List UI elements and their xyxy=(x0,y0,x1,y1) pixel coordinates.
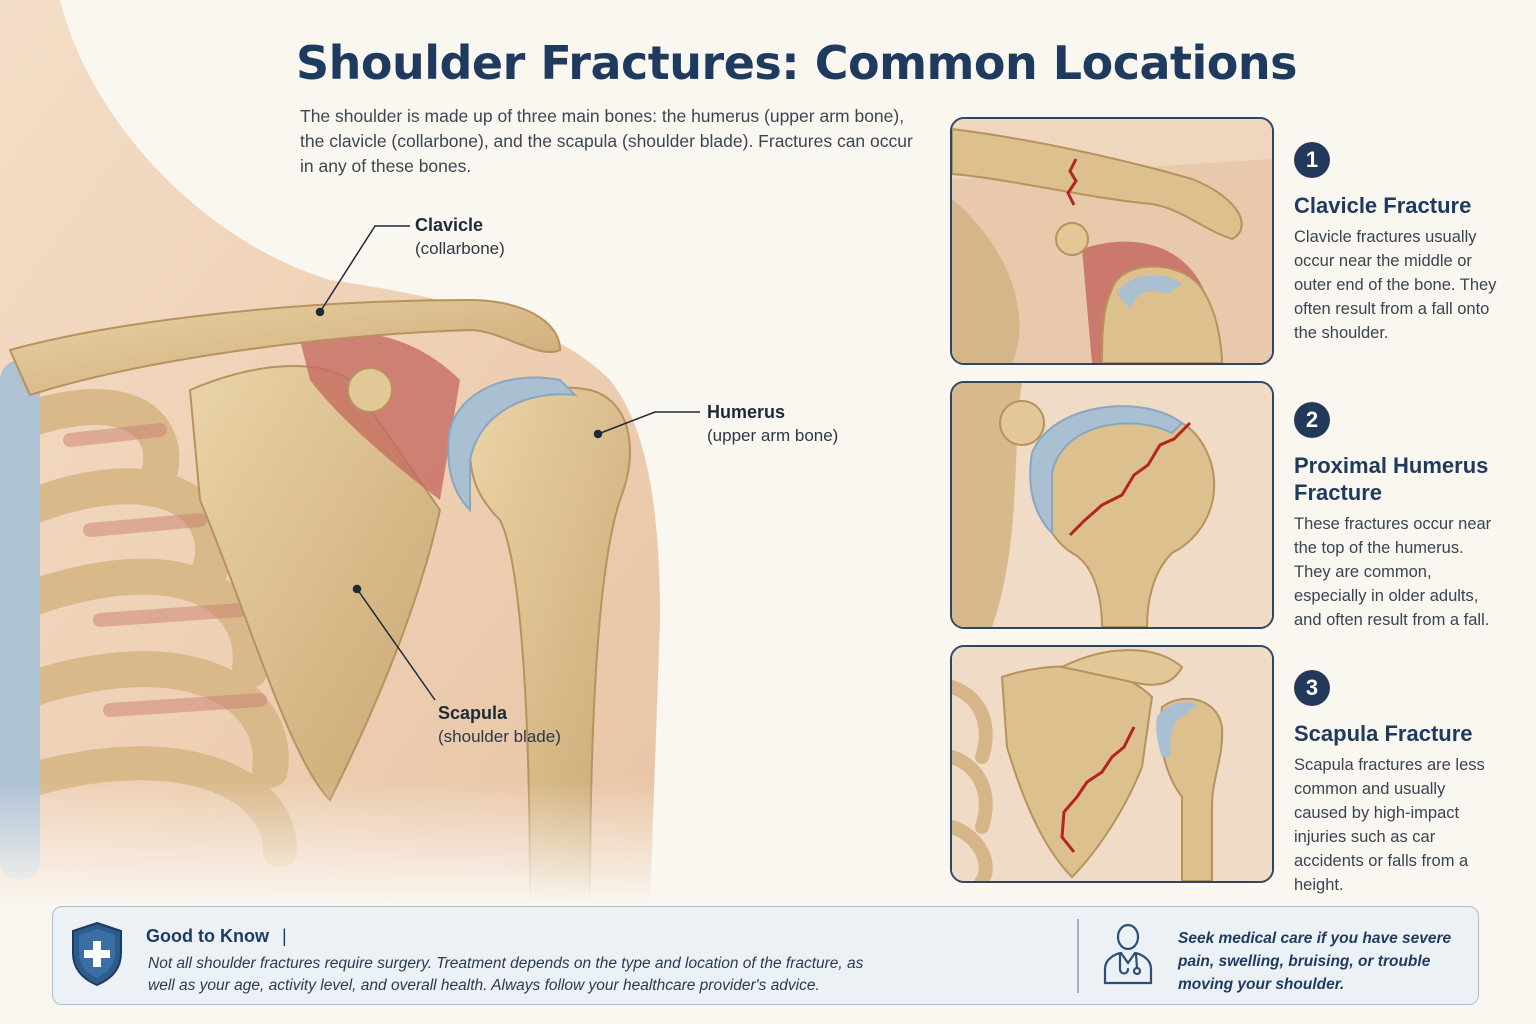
scapula-callout: Scapula (shoulder blade) xyxy=(438,701,561,749)
clavicle-callout: Clavicle (collarbone) xyxy=(415,213,505,261)
cartilage-cap xyxy=(447,376,578,513)
fracture-text-2: These fractures occur near the top of th… xyxy=(1294,515,1492,629)
info-bar: Good to Know | Not all shoulder fracture… xyxy=(52,906,1479,1005)
shield-plus-icon xyxy=(72,921,122,987)
rotator-muscle xyxy=(300,332,460,500)
number-badge-3: 3 xyxy=(1294,670,1330,706)
scapula-fracture-image xyxy=(952,647,1272,881)
clavicle-sublabel: (collarbone) xyxy=(415,239,505,258)
doctor-icon xyxy=(1103,923,1153,985)
humerus-callout: Humerus (upper arm bone) xyxy=(707,400,838,448)
good-to-know-title: Good to Know xyxy=(146,926,269,946)
fracture-text-1: Clavicle fractures usually occur near th… xyxy=(1294,228,1497,342)
scapula-fracture-panel xyxy=(950,645,1274,883)
good-to-know-text: Not all shoulder fractures require surge… xyxy=(148,955,864,994)
fracture-title-3: Scapula Fracture xyxy=(1294,721,1473,746)
clavicle-fracture-panel xyxy=(950,117,1274,365)
clavicle-fracture-image xyxy=(952,119,1272,363)
page-title: Shoulder Fractures: Common Locations xyxy=(296,36,1298,90)
coracoid-process xyxy=(347,367,393,413)
fracture-text-3: Scapula fractures are less common and us… xyxy=(1294,756,1485,894)
humerus-fracture-panel xyxy=(950,381,1274,629)
fracture-title-2: Proximal Humerus Fracture xyxy=(1294,453,1489,505)
intro-paragraph: The shoulder is made up of three main bo… xyxy=(300,106,913,176)
clavicle-bone xyxy=(8,298,562,397)
callout-leaders xyxy=(315,225,700,701)
humerus-label: Humerus xyxy=(707,402,786,422)
clavicle-label: Clavicle xyxy=(415,215,484,235)
scapula-bone xyxy=(188,365,442,802)
humerus-sublabel: (upper arm bone) xyxy=(707,426,839,445)
seek-care-text: Seek medical care if you have severe pai… xyxy=(1178,930,1452,993)
fracture-title-1: Clavicle Fracture xyxy=(1294,193,1472,218)
scapula-label: Scapula xyxy=(438,703,508,723)
fracture-item-2: 2 Proximal Humerus Fracture These fractu… xyxy=(1294,402,1499,632)
scapula-sublabel: (shoulder blade) xyxy=(438,727,561,746)
number-badge-2: 2 xyxy=(1294,402,1330,438)
shoulder-anatomy-illustration xyxy=(0,0,940,905)
title-separator: | xyxy=(282,926,287,946)
fracture-item-1: 1 Clavicle Fracture Clavicle fractures u… xyxy=(1294,142,1499,345)
number-badge-1: 1 xyxy=(1294,142,1330,178)
fracture-item-3: 3 Scapula Fracture Scapula fractures are… xyxy=(1294,670,1499,897)
humerus-fracture-image xyxy=(952,383,1272,627)
humerus-bone xyxy=(468,386,631,905)
info-divider xyxy=(1077,919,1079,993)
